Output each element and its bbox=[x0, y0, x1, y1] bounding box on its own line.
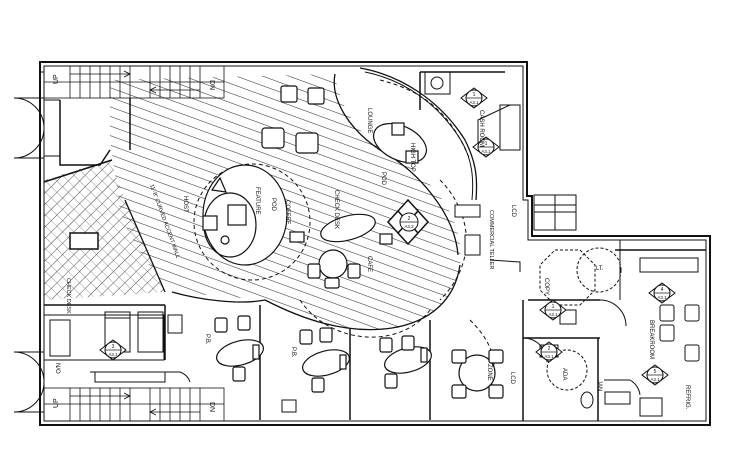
section-tag-6: 2 A3.1 bbox=[535, 341, 563, 363]
pb-table-2 bbox=[299, 327, 350, 393]
section-tag-5: 1 A3.1 bbox=[539, 299, 567, 321]
pb-table-3 bbox=[379, 335, 432, 389]
section-tag-3-sheet: A3.2 bbox=[404, 224, 414, 229]
storefront-box bbox=[533, 194, 577, 231]
label-pod-2: POD bbox=[270, 198, 276, 212]
label-ada: ADA bbox=[561, 368, 567, 380]
section-tag-6-num: 2 bbox=[548, 346, 551, 352]
service-rooms bbox=[522, 240, 700, 417]
section-tag-1-num: 1 bbox=[473, 92, 476, 98]
section-tag-2: 1 A3.1 bbox=[472, 136, 500, 158]
lounge-chairs bbox=[261, 85, 325, 154]
label-high-top: HIGH TOP bbox=[409, 143, 415, 172]
section-tag-4-sheet: A3.1 bbox=[108, 352, 118, 357]
hatched-floor-west bbox=[44, 160, 165, 300]
section-tag-7: 4 A3.1 bbox=[648, 282, 676, 304]
section-tag-8-num: 5 bbox=[654, 369, 657, 375]
label-feature: FEATURE bbox=[254, 187, 260, 215]
section-tag-1: 1 A3.1 bbox=[460, 87, 488, 109]
section-tag-7-num: 4 bbox=[661, 287, 664, 293]
stair-dn-label-top: DN bbox=[208, 80, 215, 90]
check-desk bbox=[289, 213, 393, 245]
label-jan: JAN bbox=[596, 380, 602, 391]
stair-dn-label-bottom: DN bbox=[208, 402, 215, 412]
label-check-desk-west: CHECK DESK bbox=[65, 278, 71, 314]
zone-table bbox=[451, 349, 504, 399]
stair-up-label-top: UP bbox=[53, 74, 60, 84]
label-zone: ZONE bbox=[486, 364, 492, 381]
section-tag-5-sheet: A3.1 bbox=[548, 312, 558, 317]
west-workroom bbox=[43, 311, 191, 383]
stair-top bbox=[43, 65, 225, 99]
label-commercial-teller: COMMERCIAL TELLER bbox=[488, 210, 494, 269]
section-tag-5-num: 1 bbox=[552, 304, 555, 310]
section-tag-4-num: 3 bbox=[112, 344, 115, 350]
stair-up-label-bottom: UP bbox=[53, 398, 60, 408]
label-host: HOST bbox=[182, 196, 188, 213]
label-refrig: REFRIG. bbox=[684, 385, 690, 410]
label-cafe: CAFE bbox=[366, 256, 372, 272]
label-lounge: LOUNGE bbox=[366, 108, 372, 133]
cafe-table bbox=[307, 249, 361, 289]
label-pod: POD bbox=[380, 172, 386, 186]
pb-table-1 bbox=[214, 315, 264, 382]
label-pb-2: P.B. bbox=[290, 347, 296, 358]
section-tag-6-sheet: A3.1 bbox=[544, 354, 554, 359]
section-tag-8: 5 A3.1 bbox=[641, 364, 669, 386]
label-check-desk: CHECK DESK bbox=[333, 190, 339, 229]
exterior-walls bbox=[39, 61, 711, 426]
label-cash-room: CASH ROOM bbox=[478, 110, 484, 147]
label-coffee: COFFEE bbox=[284, 200, 290, 224]
high-top-table bbox=[373, 122, 427, 164]
section-tag-4: 3 A3.1 bbox=[99, 339, 127, 361]
floor-box bbox=[281, 399, 297, 413]
section-tag-3-num: 2 bbox=[408, 216, 411, 222]
label-breakroom: BREAKROOM bbox=[648, 320, 654, 359]
label-lcd-2: LCD bbox=[509, 372, 515, 385]
label-copy: COPY bbox=[543, 278, 549, 295]
section-tag-8-sheet: A3.1 bbox=[650, 377, 660, 382]
label-pb-1: P.B. bbox=[204, 334, 210, 345]
section-tag-1-sheet: A3.1 bbox=[469, 100, 479, 105]
label-lcd-1: LCD bbox=[510, 205, 516, 218]
section-tag-3: 2 A3.2 bbox=[399, 212, 419, 232]
interior-walls bbox=[43, 71, 706, 421]
section-tag-7-sheet: A3.1 bbox=[657, 295, 667, 300]
cash-room bbox=[424, 71, 521, 151]
label-no: N/O bbox=[54, 363, 60, 374]
section-tag-2-sheet: A3.1 bbox=[481, 149, 491, 154]
entry-doors-west bbox=[13, 97, 60, 413]
label-lt: LT. bbox=[596, 266, 604, 272]
section-tag-2-num: 1 bbox=[485, 141, 488, 147]
feature-island bbox=[202, 164, 288, 266]
commercial-teller-desk bbox=[454, 204, 521, 272]
stair-bottom bbox=[43, 387, 225, 422]
